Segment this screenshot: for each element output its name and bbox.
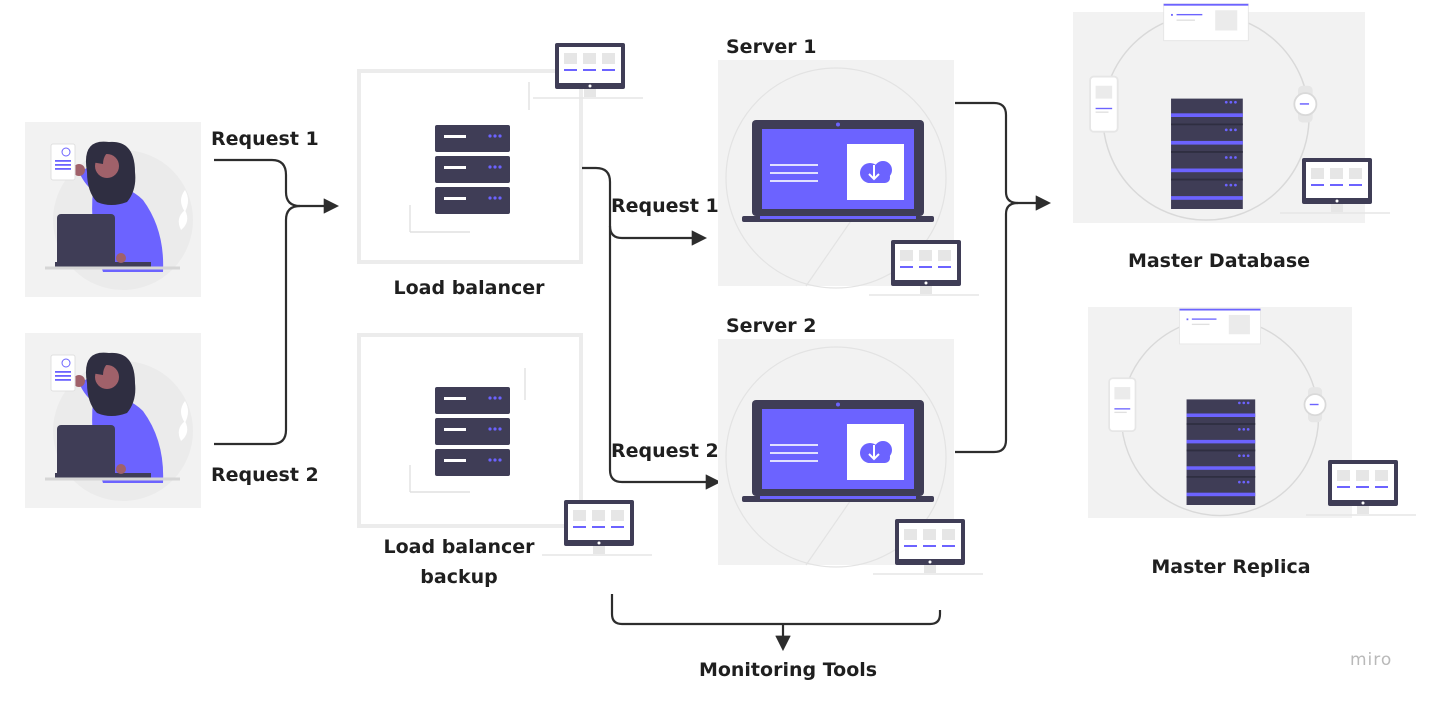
request-1-label-right: Request 1 [611, 195, 719, 217]
load-balancer-label: Load balancer [393, 277, 545, 299]
monitoring-tools-label: Monitoring Tools [698, 659, 878, 681]
load-balancer-backup-label-line2: backup [420, 566, 498, 588]
user-2-illustration [23, 331, 203, 510]
laptop-icon [741, 119, 935, 223]
master-replica-node [1088, 307, 1417, 518]
request-2-label-left: Request 2 [211, 464, 319, 486]
server-2-label: Server 2 [726, 315, 817, 337]
master-database-label: Master Database [1127, 250, 1311, 272]
server-1-label: Server 1 [726, 36, 817, 58]
user-1-illustration [23, 120, 203, 299]
request-1-label-left: Request 1 [211, 128, 319, 150]
user-request-arrows [214, 158, 340, 446]
load-balancer-backup-node [357, 333, 653, 556]
request-2-label-right: Request 2 [611, 440, 719, 462]
monitoring-bracket [610, 594, 942, 652]
server-to-database-arrows [955, 101, 1052, 454]
load-balancer-node [357, 42, 644, 264]
server-rack-icon [435, 125, 510, 214]
lb-to-server-arrows [582, 166, 722, 490]
load-balancer-backup-label-line1: Load balancer [383, 536, 535, 558]
miro-watermark: miro [1350, 650, 1393, 670]
master-replica-label: Master Replica [1151, 556, 1311, 578]
server-1-node [718, 60, 980, 296]
server-rack-icon [435, 387, 510, 476]
laptop-icon [741, 399, 935, 503]
master-database-node [1073, 2, 1391, 223]
server-2-node [718, 339, 984, 575]
